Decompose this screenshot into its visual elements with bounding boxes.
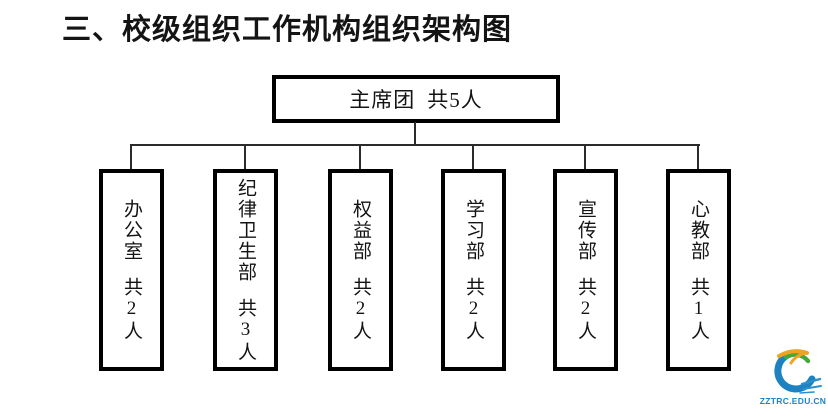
dept-count: 共2人 xyxy=(575,276,596,342)
watermark-url-text: ZZTRC.EDU.CN xyxy=(759,396,827,406)
connector-stub xyxy=(472,145,474,170)
dept-name: 纪律卫生部 xyxy=(235,177,256,283)
dept-box-quanyibu: 权益部 共2人 xyxy=(328,169,393,371)
connector-stub xyxy=(359,145,361,170)
dept-name: 心教部 xyxy=(688,198,709,262)
connector-stub xyxy=(244,145,246,170)
dept-count: 共2人 xyxy=(350,276,371,342)
site-watermark: ZZTRC.EDU.CN xyxy=(758,346,828,416)
swoosh-bird-icon xyxy=(758,346,828,396)
dept-box-xuexibu: 学习部 共2人 xyxy=(441,169,506,371)
dept-name: 学习部 xyxy=(463,198,484,262)
connector-root-stub xyxy=(414,122,416,145)
dept-box-bangongshi: 办公室 共2人 xyxy=(99,169,164,371)
org-root-count: 共5人 xyxy=(427,88,483,112)
dept-box-jilvweishengbu: 纪律卫生部 共3人 xyxy=(213,169,278,371)
dept-name: 办公室 xyxy=(121,198,142,262)
dept-count: 共2人 xyxy=(463,276,484,342)
connector-stub xyxy=(697,145,699,170)
dept-box-xuanchuanbu: 宣传部 共2人 xyxy=(553,169,618,371)
connector-stub xyxy=(130,145,132,170)
connector-stub xyxy=(584,145,586,170)
dept-name: 权益部 xyxy=(350,198,371,262)
connector-horizontal-line xyxy=(130,144,700,146)
org-root-box: 主席团 共5人 xyxy=(272,75,560,123)
dept-box-xinjiaobu: 心教部 共1人 xyxy=(666,169,731,371)
org-root-name: 主席团 xyxy=(349,88,416,112)
dept-count: 共3人 xyxy=(235,297,256,363)
page-title: 三、校级组织工作机构组织架构图 xyxy=(62,14,513,46)
dept-count: 共1人 xyxy=(688,276,709,342)
dept-count: 共2人 xyxy=(121,276,142,342)
dept-name: 宣传部 xyxy=(575,198,596,262)
